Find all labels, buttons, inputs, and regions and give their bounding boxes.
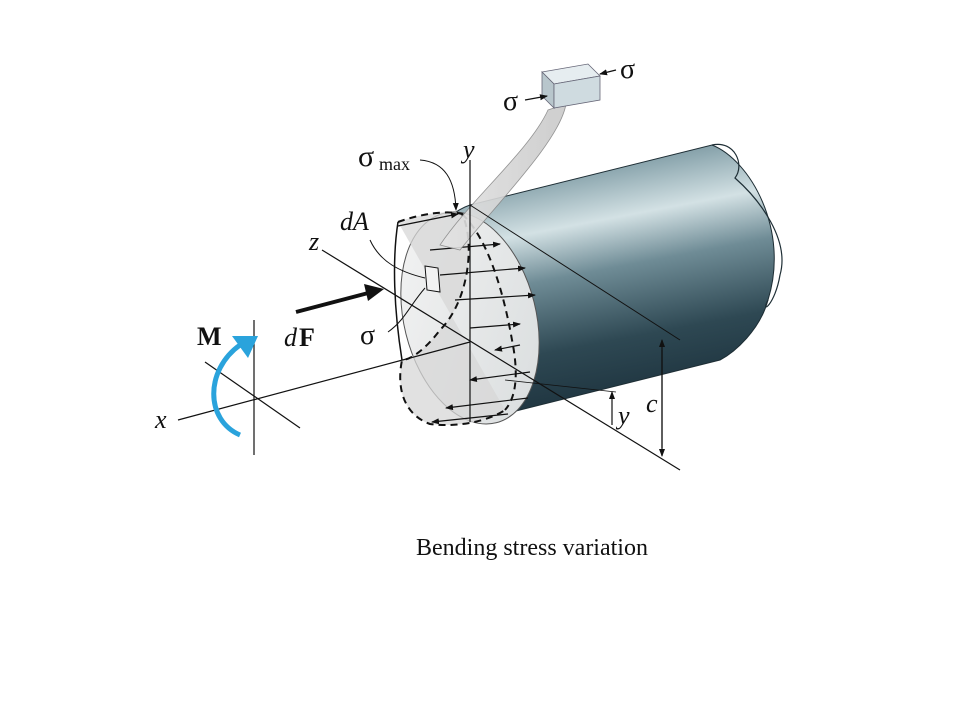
label-dF-F: F [299,323,315,352]
moment-axis-diagonal [204,361,301,429]
c-extension-top [469,204,681,341]
label-y-axis: y [460,135,475,164]
label-sigma-element: σ [360,320,375,351]
stress-block-outline-right [461,213,517,411]
sigma-max-leader [419,159,459,211]
label-sigma-top-left: σ [503,86,518,117]
sigma-element-leader [387,287,426,333]
label-c-dimension: c [646,389,658,418]
beam-broken-end [711,143,783,308]
label-sigma-top-right: σ [620,54,635,85]
dA-leader [369,239,426,279]
stress-arrows [397,212,536,425]
y-extension [504,379,617,393]
dF-arrowhead [364,284,384,301]
label-z-axis: z [308,227,319,256]
label-x-axis: x [154,405,167,434]
label-dF-d: d [284,323,298,352]
stress-cube-icon [541,63,601,109]
moment-arrow [211,342,242,438]
x-axis-line [177,341,471,421]
label-moment: M [197,322,222,351]
label-y-dimension: y [615,401,630,430]
label-sigma-max: σ [358,140,374,173]
z-axis-line [321,249,681,471]
stress-element-arrow-right [599,69,617,76]
dA-element [424,265,441,293]
stress-block-outline-left [393,221,403,361]
label-sigma-max-sub: max [379,154,410,174]
stress-element-arrow-left [524,94,548,101]
moment-arrowhead [232,336,258,358]
dF-force-arrow [295,290,373,314]
caption: Bending stress variation [416,535,648,561]
label-dA: dA [340,207,369,236]
